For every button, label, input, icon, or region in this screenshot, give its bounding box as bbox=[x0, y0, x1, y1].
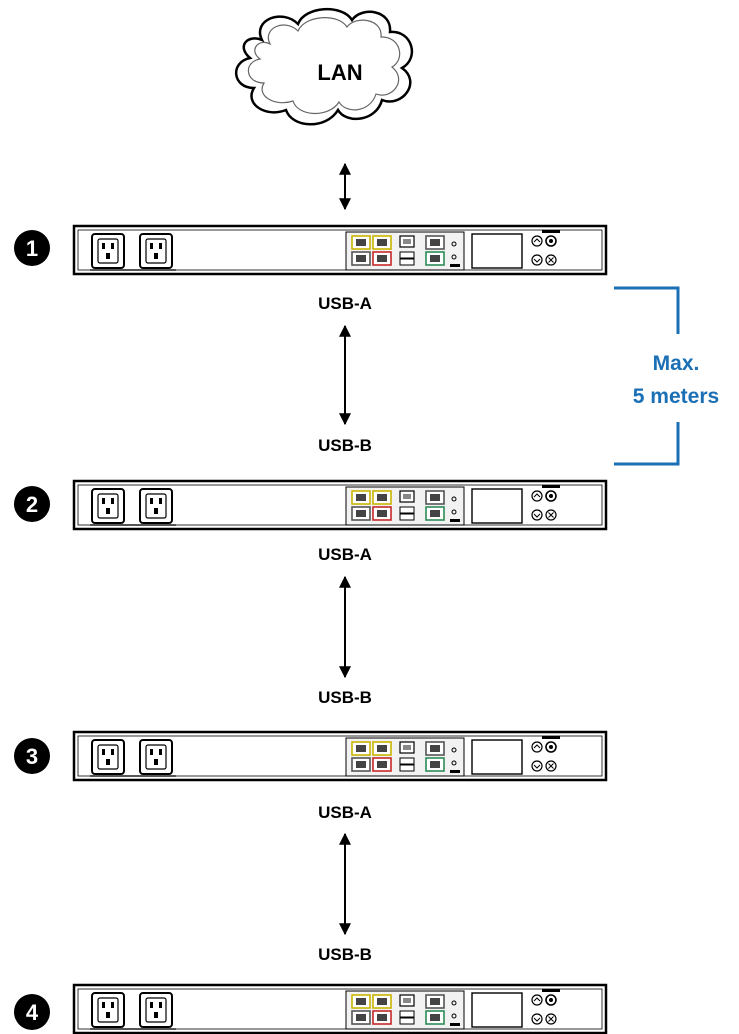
usb-a-label: USB-A bbox=[318, 803, 372, 822]
device-number: 4 bbox=[26, 1000, 39, 1025]
pdu-panel bbox=[72, 224, 608, 276]
usb-link-3: USB-A USB-B bbox=[318, 803, 372, 964]
pdu-panel bbox=[72, 730, 608, 782]
usb-b-label: USB-B bbox=[318, 688, 372, 707]
device-number-badge bbox=[14, 994, 50, 1030]
usb-link-2: USB-A USB-B bbox=[318, 545, 372, 707]
device-number-badge bbox=[14, 486, 50, 522]
device-number: 2 bbox=[26, 492, 38, 517]
usb-b-label: USB-B bbox=[318, 436, 372, 455]
device-1: 1 bbox=[14, 224, 608, 276]
pdu-panel bbox=[72, 983, 608, 1034]
lan-cloud: LAN bbox=[234, 7, 414, 126]
usb-a-label: USB-A bbox=[318, 545, 372, 564]
lan-label: LAN bbox=[317, 60, 362, 85]
usb-link-1: USB-A USB-B bbox=[318, 294, 372, 455]
device-number: 1 bbox=[26, 236, 38, 261]
device-number-badge bbox=[14, 230, 50, 266]
device-4: 4 bbox=[14, 983, 608, 1034]
max-label: Max. bbox=[653, 352, 700, 375]
device-number: 3 bbox=[26, 744, 38, 769]
pdu-panel bbox=[72, 479, 608, 531]
device-3: 3 bbox=[14, 730, 608, 782]
max-distance-bracket: Max. 5 meters bbox=[614, 286, 719, 466]
device-number-badge bbox=[14, 738, 50, 774]
device-2: 2 bbox=[14, 479, 608, 531]
usb-b-label: USB-B bbox=[318, 945, 372, 964]
meters-label: 5 meters bbox=[633, 385, 719, 408]
usb-a-label: USB-A bbox=[318, 294, 372, 313]
